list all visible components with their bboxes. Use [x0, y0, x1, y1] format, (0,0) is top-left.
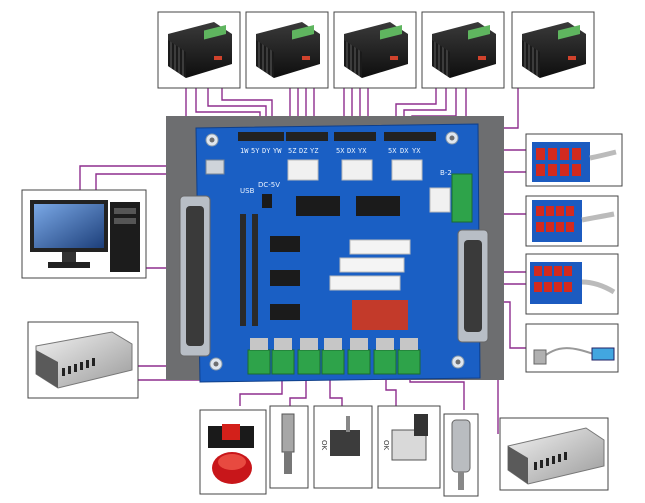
usb-port [205, 159, 225, 175]
power-terminal [451, 173, 473, 223]
ic-chip [270, 236, 300, 252]
computer [21, 189, 147, 279]
limit-switch-1 [269, 405, 309, 489]
power-supply-right [499, 417, 609, 491]
stepper-driver-3 [333, 11, 417, 89]
sensor-probe [525, 323, 619, 373]
stepper-driver-1 [157, 11, 241, 89]
spindle-motor [443, 413, 479, 497]
stepper-driver-4 [421, 11, 505, 89]
header-label-2: 5Y [251, 147, 260, 155]
controller-board: 1W 5Y DY YW 5Z DZ YZ 5X DX YX 5X DX YX U… [179, 123, 489, 383]
ic-chip [270, 270, 300, 286]
header-label-9: DX [347, 147, 356, 155]
header-label-5: 5Z [288, 147, 296, 155]
header-label-6: DZ [299, 147, 307, 155]
display-module-2 [525, 195, 619, 247]
stepper-driver-2 [245, 11, 329, 89]
header-label-8: 5X [336, 147, 345, 155]
ic-chip [296, 196, 340, 216]
ic-chip [270, 304, 300, 320]
header-label-11: 5X [388, 147, 397, 155]
emergency-stop-button [199, 409, 267, 495]
display-module-3 [525, 253, 619, 315]
limit-switch-3: OK [377, 405, 441, 489]
relay [352, 300, 408, 330]
limit-switch-label-2: OK [382, 440, 390, 451]
stepper-driver-5 [511, 11, 595, 89]
header-label-10: YX [358, 147, 367, 155]
terminal-block-row [247, 349, 421, 375]
header-label-7: YZ [310, 147, 318, 155]
b-label: B-2 [440, 169, 452, 177]
header-label-13: YX [412, 147, 421, 155]
header-label-1: 1W [240, 147, 249, 155]
header-label-12: DX [400, 147, 409, 155]
limit-switch-2: OK [313, 405, 373, 489]
usb-label: USB [240, 187, 255, 195]
power-supply-left [27, 321, 139, 399]
ic-chip [356, 196, 400, 216]
header-label-4: YW [273, 147, 282, 155]
header-label-3: DY [262, 147, 271, 155]
dc-label: DC-5V [258, 181, 280, 189]
display-module-1 [525, 133, 623, 187]
limit-switch-label-1: OK [320, 440, 328, 451]
